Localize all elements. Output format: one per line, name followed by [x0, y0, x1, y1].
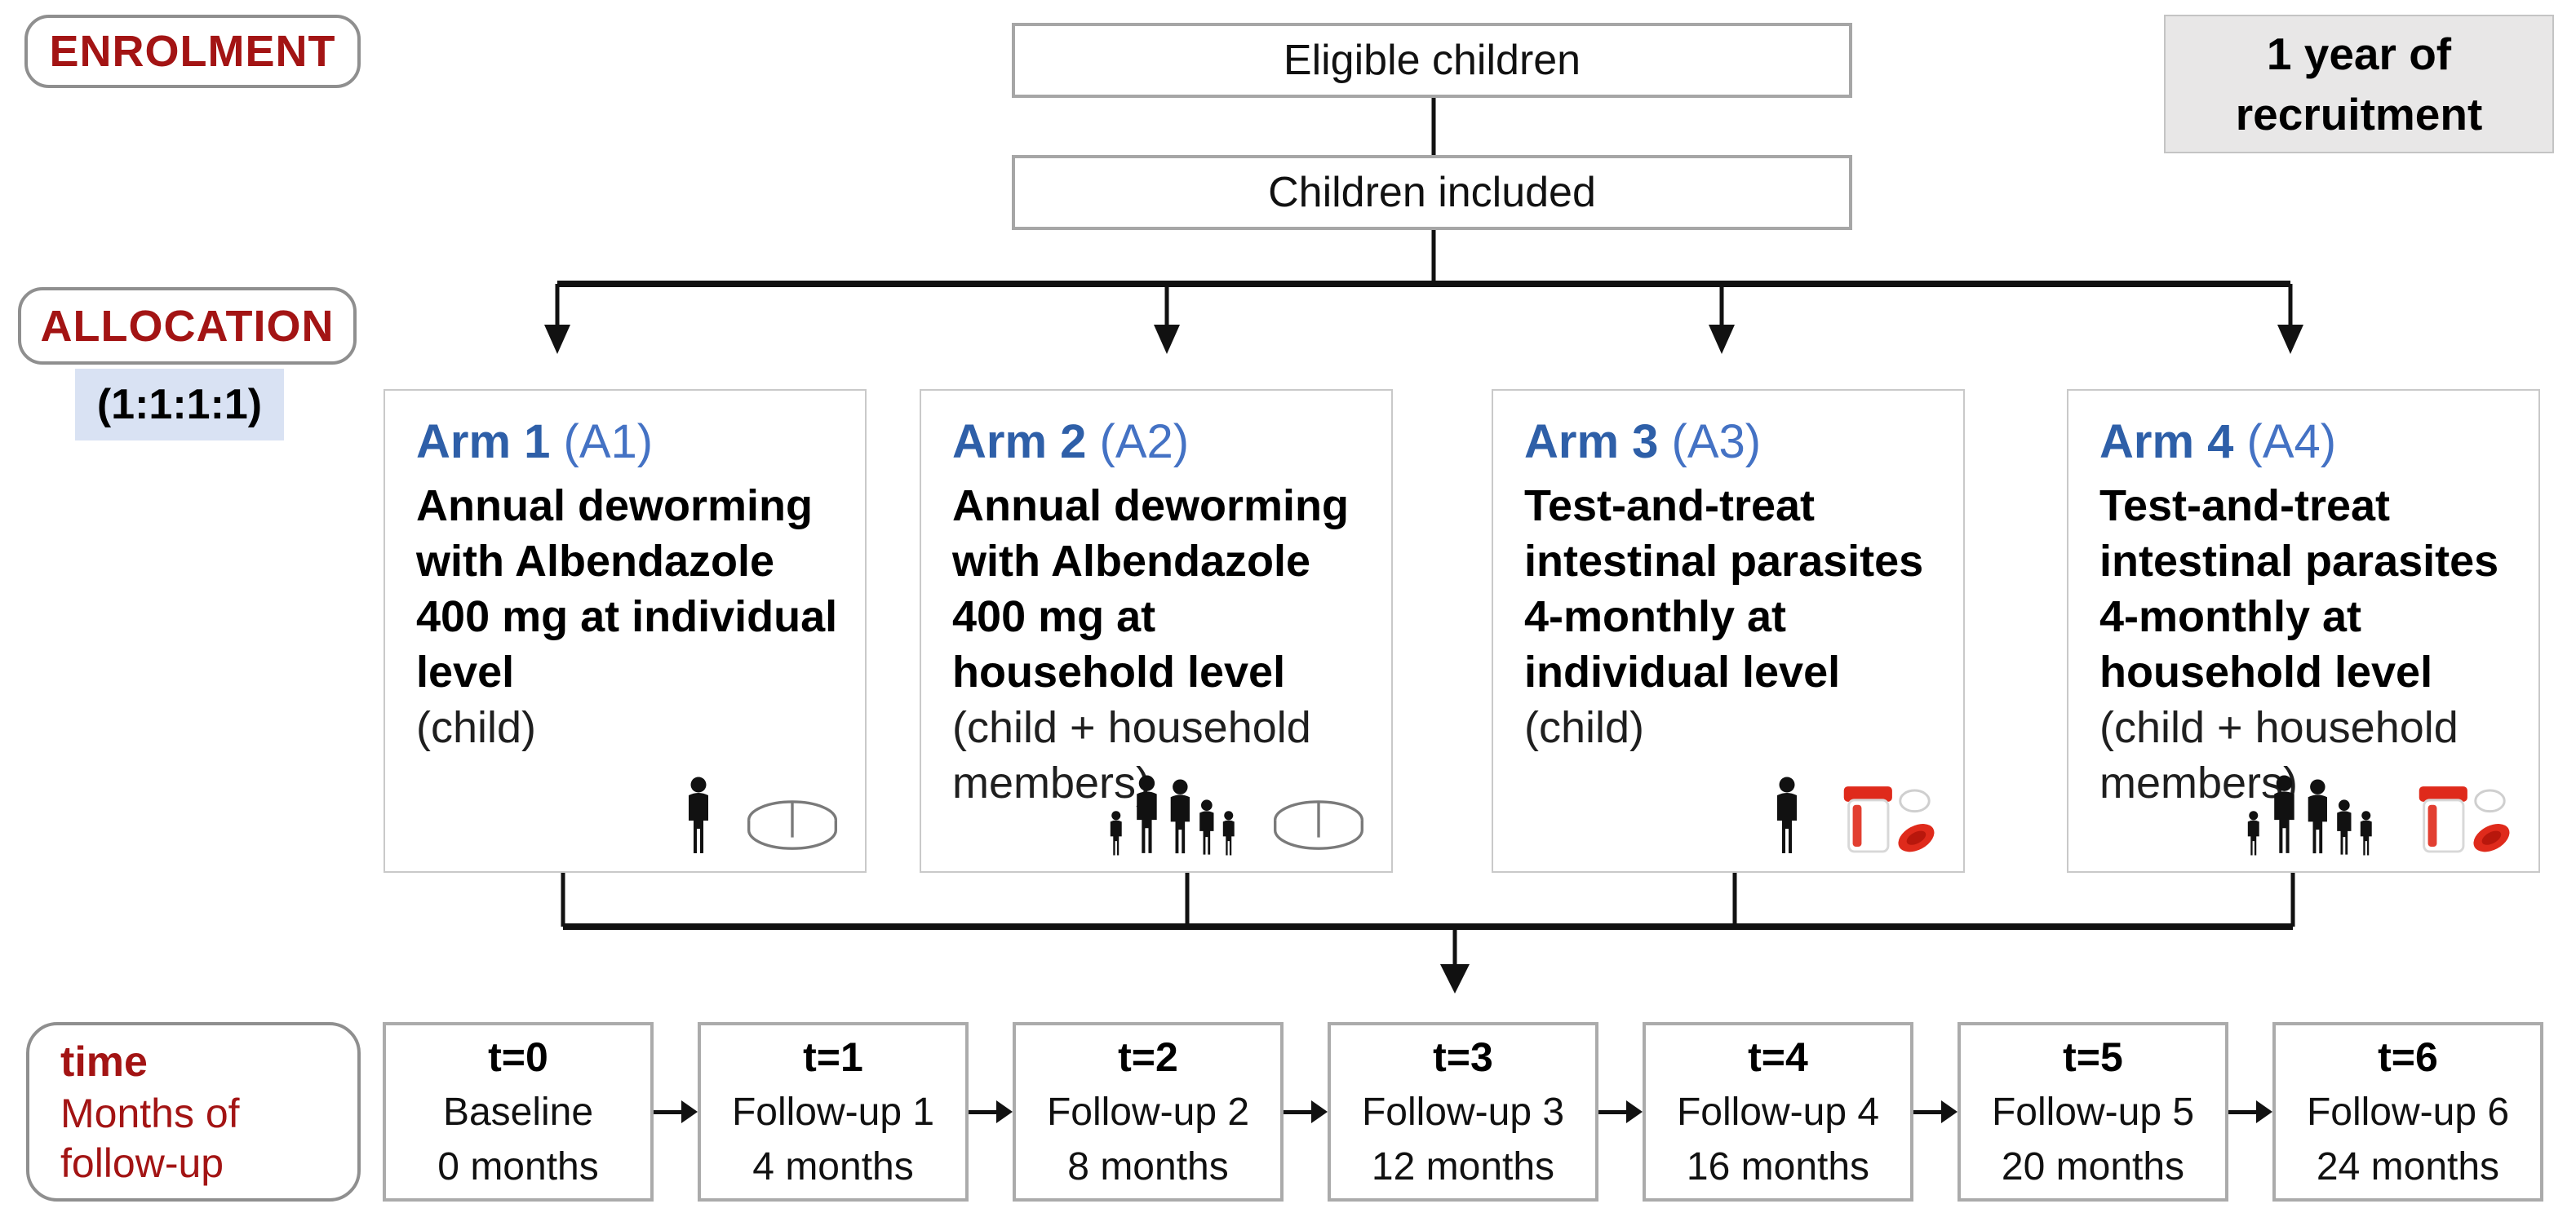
arm-1-target: (child) [416, 702, 537, 752]
timepoint-t2-box: t=2 Follow-up 2 8 months [1013, 1022, 1284, 1202]
pill-icon [747, 800, 838, 850]
allocation-ratio-text: (1:1:1:1) [96, 381, 263, 428]
children-included-text: Children included [1268, 169, 1596, 216]
arm-4-title: Arm 4 (A4) [2099, 414, 2525, 471]
right-arrow-icon [1626, 1100, 1643, 1123]
timeline-arrow [969, 1022, 1013, 1202]
time-stage-label: time Months of follow-up [26, 1022, 361, 1202]
eligible-children-text: Eligible children [1283, 37, 1581, 84]
timepoint-t2-label: Follow-up 2 [1046, 1091, 1250, 1135]
timeline-arrow [654, 1022, 698, 1202]
specimen-container-icon [2419, 786, 2510, 853]
right-arrow-icon [1941, 1100, 1957, 1123]
timepoint-t4-box: t=4 Follow-up 4 16 months [1643, 1022, 1913, 1202]
family-icon [2247, 775, 2372, 856]
arm-2-icons [1106, 768, 1370, 858]
arm-2-code: (A2) [1099, 415, 1190, 468]
allocation-ratio-chip: (1:1:1:1) [75, 369, 284, 440]
recruitment-duration-text: 1 year of recruitment [2235, 28, 2483, 139]
right-arrow-icon [681, 1100, 698, 1123]
timepoint-t0-id: t=0 [488, 1034, 548, 1081]
arm-3-icons [1769, 777, 1942, 858]
arm-1-intervention: Annual deworming with Albendazole 400 mg… [416, 480, 838, 697]
eligible-children-box: Eligible children [1012, 23, 1852, 98]
pill-icon [1273, 800, 1364, 850]
timeline-arrow [1913, 1022, 1957, 1202]
timepoint-t6-label: Follow-up 6 [2306, 1091, 2510, 1135]
arm-4-name: Arm 4 [2099, 415, 2234, 468]
timepoint-t1-label: Follow-up 1 [731, 1091, 935, 1135]
timeline-arrow [1598, 1022, 1643, 1202]
timepoint-t5-label: Follow-up 5 [1991, 1091, 2195, 1135]
arm-2-card: Arm 2 (A2) Annual deworming with Albenda… [920, 389, 1393, 873]
timepoint-t4-id: t=4 [1748, 1034, 1808, 1081]
timepoint-t3-months: 12 months [1371, 1144, 1555, 1188]
recruitment-duration-note: 1 year of recruitment [2164, 15, 2554, 153]
timepoint-t3-label: Follow-up 3 [1361, 1091, 1565, 1135]
arm-1-name: Arm 1 [416, 415, 551, 468]
family-icon [1110, 775, 1235, 856]
arm-4-target: (child + household members) [2099, 702, 2459, 808]
timepoint-t0-box: t=0 Baseline 0 months [383, 1022, 654, 1202]
arm-4-intervention: Test-and-treat intestinal parasites 4-mo… [2099, 480, 2499, 697]
timepoint-t4-months: 16 months [1686, 1144, 1870, 1188]
person-icon [689, 777, 708, 853]
right-arrow-icon [996, 1100, 1013, 1123]
timepoint-t5-months: 20 months [2001, 1144, 2185, 1188]
arm-3-target: (child) [1524, 702, 1645, 752]
timeline-arrow [2228, 1022, 2272, 1202]
arm-3-name: Arm 3 [1524, 415, 1659, 468]
allocation-stage-label: ALLOCATION [18, 287, 357, 365]
timepoint-t6-box: t=6 Follow-up 6 24 months [2272, 1022, 2543, 1202]
timepoint-t1-box: t=1 Follow-up 1 4 months [698, 1022, 969, 1202]
right-arrow-icon [1311, 1100, 1328, 1123]
timepoint-t4-label: Follow-up 4 [1676, 1091, 1880, 1135]
timepoint-t1-id: t=1 [803, 1034, 863, 1081]
arm-3-code: (A3) [1671, 415, 1762, 468]
timepoint-t1-months: 4 months [752, 1144, 914, 1188]
arm-1-code: (A1) [563, 415, 654, 468]
timepoint-t5-id: t=5 [2063, 1034, 2123, 1081]
arm-2-intervention: Annual deworming with Albendazole 400 mg… [952, 480, 1349, 697]
enrolment-stage-label: ENROLMENT [24, 15, 361, 88]
timeline-arrow [1284, 1022, 1328, 1202]
timepoint-t3-box: t=3 Follow-up 3 12 months [1328, 1022, 1598, 1202]
timepoint-t6-months: 24 months [2316, 1144, 2500, 1188]
arm-3-intervention: Test-and-treat intestinal parasites 4-mo… [1524, 480, 1924, 697]
right-arrow-icon [2256, 1100, 2272, 1123]
person-icon [1777, 777, 1797, 853]
timepoint-t2-id: t=2 [1118, 1034, 1178, 1081]
allocation-stage-text: ALLOCATION [40, 301, 335, 351]
enrolment-stage-text: ENROLMENT [49, 27, 336, 76]
timepoint-t2-months: 8 months [1067, 1144, 1229, 1188]
arm-2-title: Arm 2 (A2) [952, 414, 1378, 471]
arm-4-code: (A4) [2246, 415, 2337, 468]
arm-1-card: Arm 1 (A1) Annual deworming with Albenda… [384, 389, 867, 873]
timepoint-t3-id: t=3 [1433, 1034, 1493, 1081]
arm-4-card: Arm 4 (A4) Test-and-treat intestinal par… [2067, 389, 2540, 873]
time-stage-title: time [60, 1038, 148, 1086]
follow-up-timeline: t=0 Baseline 0 months t=1 Follow-up 1 4 … [383, 1022, 2543, 1202]
arm-2-target: (child + household members) [952, 702, 1311, 808]
arm-1-icons [681, 777, 844, 858]
arm-2-name: Arm 2 [952, 415, 1087, 468]
children-included-box: Children included [1012, 155, 1852, 230]
arm-4-icons [2243, 768, 2517, 858]
timepoint-t0-months: 0 months [437, 1144, 599, 1188]
arm-3-title: Arm 3 (A3) [1524, 414, 1950, 471]
time-stage-subtitle: Months of follow-up [60, 1090, 240, 1186]
specimen-container-icon [1843, 786, 1935, 853]
timepoint-t0-label: Baseline [442, 1091, 594, 1135]
timepoint-t6-id: t=6 [2378, 1034, 2438, 1081]
arm-3-card: Arm 3 (A3) Test-and-treat intestinal par… [1492, 389, 1965, 873]
timepoint-t5-box: t=5 Follow-up 5 20 months [1957, 1022, 2228, 1202]
arm-1-title: Arm 1 (A1) [416, 414, 852, 471]
